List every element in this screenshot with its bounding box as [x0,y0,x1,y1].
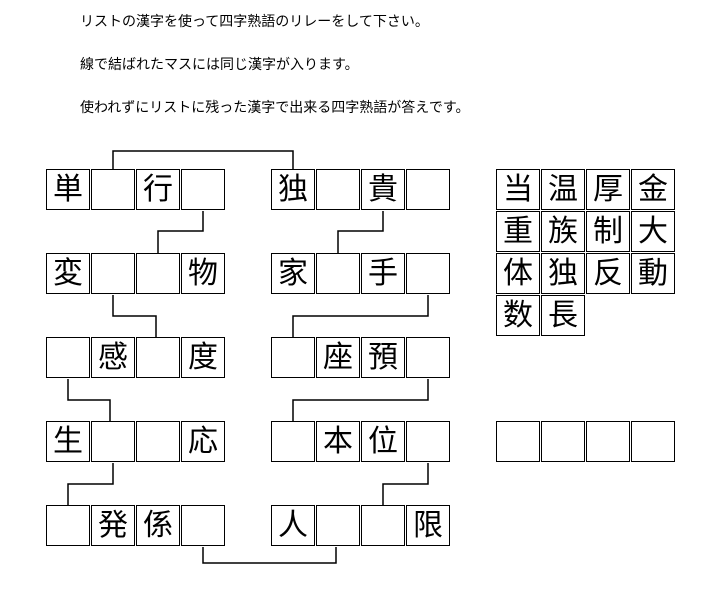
kanji-list-cell: 体 [496,253,540,294]
connector-bottom-link [202,547,337,564]
kanji-list-cell: 独 [541,253,585,294]
puzzle-cell[interactable] [271,421,315,462]
puzzle-cell[interactable] [271,337,315,378]
connector-top-link [112,150,294,169]
puzzle-cell[interactable]: 座 [316,337,360,378]
puzzle-cell[interactable] [91,253,135,294]
puzzle-cell[interactable] [46,505,90,546]
puzzle-cell[interactable]: 手 [361,253,405,294]
puzzle-cell[interactable] [46,337,90,378]
connector-left-2 [112,295,157,337]
puzzle-cell[interactable]: 応 [181,421,225,462]
kanji-list-cell: 温 [541,169,585,210]
puzzle-cell[interactable] [136,421,180,462]
puzzle-cell[interactable] [361,505,405,546]
connector-left-1 [157,211,204,253]
connector-left-4 [67,463,114,505]
puzzle-cell[interactable] [406,253,450,294]
puzzle-cell[interactable]: 感 [91,337,135,378]
puzzle-cell[interactable] [181,169,225,210]
puzzle-cell[interactable]: 単 [46,169,90,210]
puzzle-cell[interactable] [406,337,450,378]
connector-right-2 [292,295,429,337]
puzzle-cell[interactable] [181,505,225,546]
puzzle-cell[interactable]: 変 [46,253,90,294]
puzzle-cell[interactable]: 貴 [361,169,405,210]
puzzle-cell[interactable] [136,253,180,294]
puzzle-cell[interactable] [316,505,360,546]
puzzle-cell[interactable]: 発 [91,505,135,546]
answer-cell[interactable] [541,421,585,462]
puzzle-cell[interactable]: 人 [271,505,315,546]
connector-right-4 [382,463,429,505]
puzzle-cell[interactable]: 度 [181,337,225,378]
puzzle-cell[interactable]: 限 [406,505,450,546]
puzzle-cell[interactable]: 家 [271,253,315,294]
puzzle-cell[interactable] [316,169,360,210]
puzzle-cell[interactable] [91,169,135,210]
puzzle-cell[interactable]: 預 [361,337,405,378]
puzzle-cell[interactable] [316,253,360,294]
puzzle-cell[interactable] [91,421,135,462]
instruction-3: 使われずにリストに残った漢字で出来る四字熟語が答えです。 [80,100,470,116]
kanji-list-cell: 制 [586,211,630,252]
connector-right-3 [292,379,429,421]
connector-left-3 [67,379,111,421]
connector-right-1 [337,211,384,253]
kanji-list-cell: 動 [631,253,675,294]
puzzle-cell[interactable]: 物 [181,253,225,294]
instruction-2: 線で結ばれたマスには同じ漢字が入ります。 [80,57,359,73]
instruction-1: リストの漢字を使って四字熟語のリレーをして下さい。 [80,14,429,30]
kanji-list-cell: 長 [541,295,585,336]
puzzle-cell[interactable] [136,337,180,378]
answer-cell[interactable] [631,421,675,462]
answer-cell[interactable] [586,421,630,462]
puzzle-cell[interactable]: 独 [271,169,315,210]
puzzle-cell[interactable]: 生 [46,421,90,462]
kanji-list-cell: 当 [496,169,540,210]
kanji-list-cell: 金 [631,169,675,210]
kanji-list-cell: 族 [541,211,585,252]
answer-cell[interactable] [496,421,540,462]
puzzle-cell[interactable] [406,169,450,210]
kanji-list-cell: 数 [496,295,540,336]
puzzle-cell[interactable]: 本 [316,421,360,462]
puzzle-cell[interactable]: 行 [136,169,180,210]
puzzle-cell[interactable]: 係 [136,505,180,546]
kanji-list-cell: 反 [586,253,630,294]
kanji-list-cell: 重 [496,211,540,252]
puzzle-cell[interactable]: 位 [361,421,405,462]
kanji-list-cell: 大 [631,211,675,252]
puzzle-cell[interactable] [406,421,450,462]
kanji-list-cell: 厚 [586,169,630,210]
